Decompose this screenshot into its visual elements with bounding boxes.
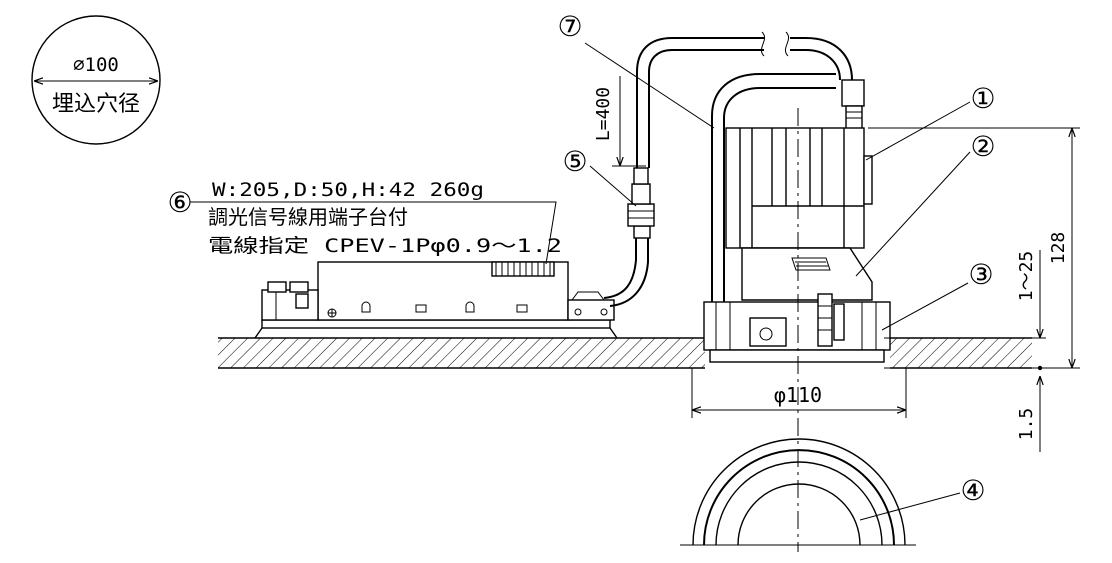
callouts: ① ② ③ ④ ⑤ ⑥ ⑦ [167,10,995,507]
callout-1: ① [970,82,995,115]
callout-2: ② [970,130,995,163]
fixture-cable [636,31,865,168]
downlight-fixture [703,73,891,363]
callout-6: ⑥ [167,186,192,219]
leader-lines [190,42,971,521]
callout-5: ⑤ [562,145,587,178]
dimension-values: L=400 φ110 1～25 128 1.5 [593,87,1069,440]
callout-4: ④ [960,474,985,507]
terminal-block-teeth [491,261,555,277]
dimension-lines [612,76,1080,452]
power-unit [254,261,618,339]
cable-connector [627,167,655,239]
ceiling-thickness-label: 1～25 [1016,251,1037,302]
hole-diameter-note: ⌀100 埋込穴径 [31,15,161,145]
height-label: 128 [1048,232,1069,265]
hole-diameter-value: ⌀100 [73,54,119,76]
callout-3: ③ [968,258,993,291]
hole-diameter-label: 埋込穴径 [52,92,140,117]
bottom-view [680,438,916,546]
ballast-notes: W:205,D:50,H:42 260g 調光信号線用端子台付 電線指定 CPE… [208,179,562,257]
callout-7: ⑦ [557,10,582,43]
cutout-diameter-label: φ110 [774,383,822,407]
ballast-spec-line: W:205,D:50,H:42 260g [212,179,484,201]
ceiling-hatch [218,337,1032,369]
ballast-terminal-line: 調光信号線用端子台付 [208,205,408,229]
flange-label: 1.5 [1016,408,1037,441]
cable-length-label: L=400 [593,87,614,141]
ballast-wire-line: 電線指定 CPEV-1Pφ0.9～1.2 [208,235,562,257]
power-unit-cable [603,234,649,307]
